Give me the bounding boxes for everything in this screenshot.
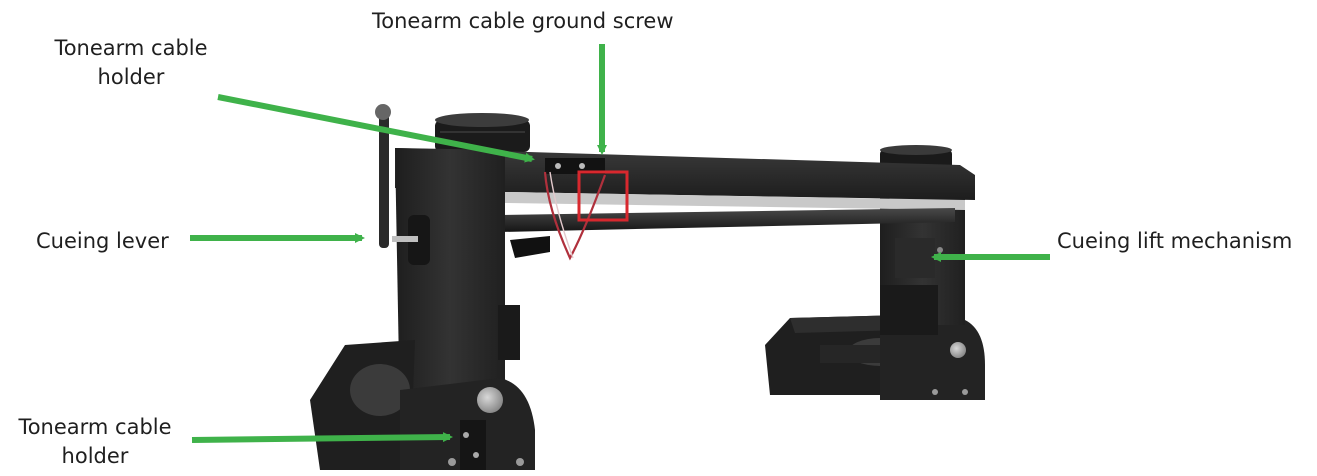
label-top-cable-holder: Tonearm cable holder (36, 34, 226, 92)
right-foot (765, 315, 985, 400)
arrow-bottom-cable-holder (191, 432, 453, 443)
label-bottom-cable-holder-line2: holder (61, 444, 129, 468)
tonearm-cable (543, 171, 607, 261)
left-foot-screw-icon (477, 387, 503, 413)
label-bottom-cable-holder: Tonearm cable holder (0, 413, 190, 471)
ground-screw-highlight-box (577, 170, 629, 222)
cueing-lever-slot (408, 215, 430, 265)
top-cable-holder (545, 158, 605, 174)
right-foot-screw-icon (950, 342, 966, 358)
cueing-lift-housing (895, 238, 935, 278)
annotation-arrows (190, 44, 1050, 443)
label-ground-screw: Tonearm cable ground screw (372, 9, 674, 33)
label-top-cable-holder-line2: holder (97, 65, 165, 89)
left-post (395, 148, 520, 420)
left-top-knob (435, 113, 530, 152)
label-cueing-lever: Cueing lever (36, 229, 169, 253)
arrow-top-cable-holder (217, 94, 535, 163)
cueing-rod (500, 208, 955, 258)
top-crossbar (395, 148, 975, 210)
cueing-lever (375, 104, 418, 248)
label-bottom-cable-holder-line1: Tonearm cable (18, 415, 172, 439)
bottom-cable-holder (460, 420, 486, 470)
label-cueing-lift: Cueing lift mechanism (1057, 229, 1293, 253)
label-top-cable-holder-line1: Tonearm cable (54, 36, 208, 60)
